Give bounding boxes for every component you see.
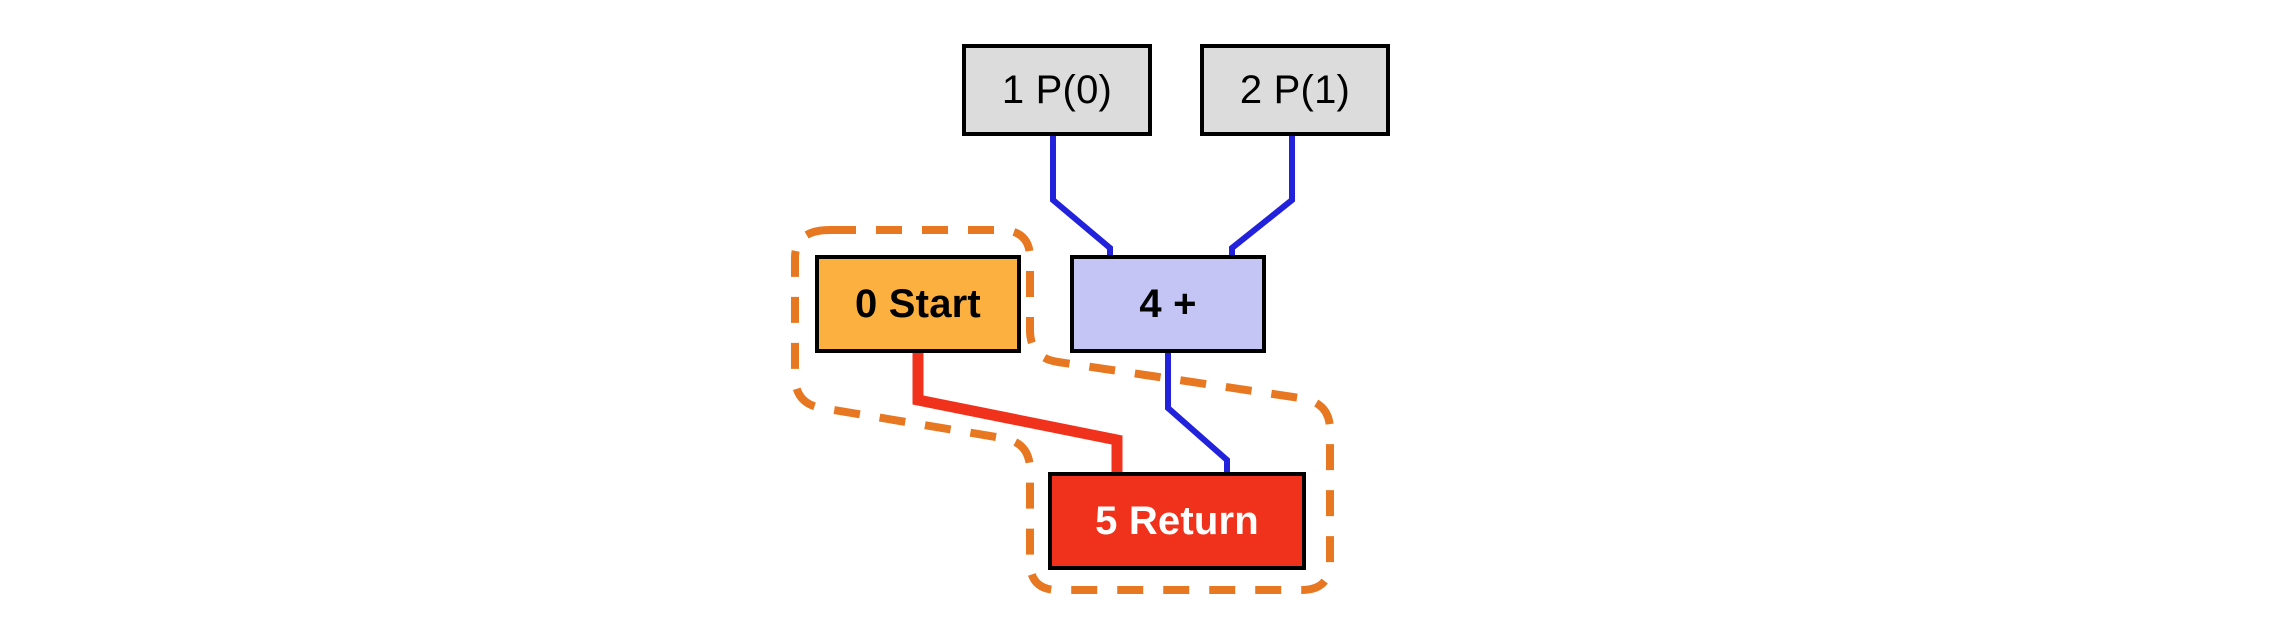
graph-node-4-plus[interactable]: 4 +: [1070, 255, 1266, 353]
node-label: 1 P(0): [1001, 68, 1113, 112]
graph-node-1[interactable]: 1 P(0): [962, 44, 1152, 136]
edge-1-to-4[interactable]: [1050, 136, 1113, 258]
graph-node-2[interactable]: 2 P(1): [1200, 44, 1390, 136]
edge-2-to-4[interactable]: [1229, 136, 1295, 258]
node-label: 5 Return: [1095, 499, 1259, 543]
edge-0-to-5-highlighted[interactable]: [912, 353, 1123, 476]
node-label: 4 +: [1139, 282, 1197, 326]
graph-node-0-start[interactable]: 0 Start: [815, 255, 1021, 353]
node-label: 2 P(1): [1239, 68, 1351, 112]
edge-4-to-5[interactable]: [1165, 353, 1230, 476]
selection-outline[interactable]: [791, 226, 1334, 594]
node-label: 0 Start: [855, 282, 981, 326]
graph-node-5-return[interactable]: 5 Return: [1048, 472, 1306, 570]
